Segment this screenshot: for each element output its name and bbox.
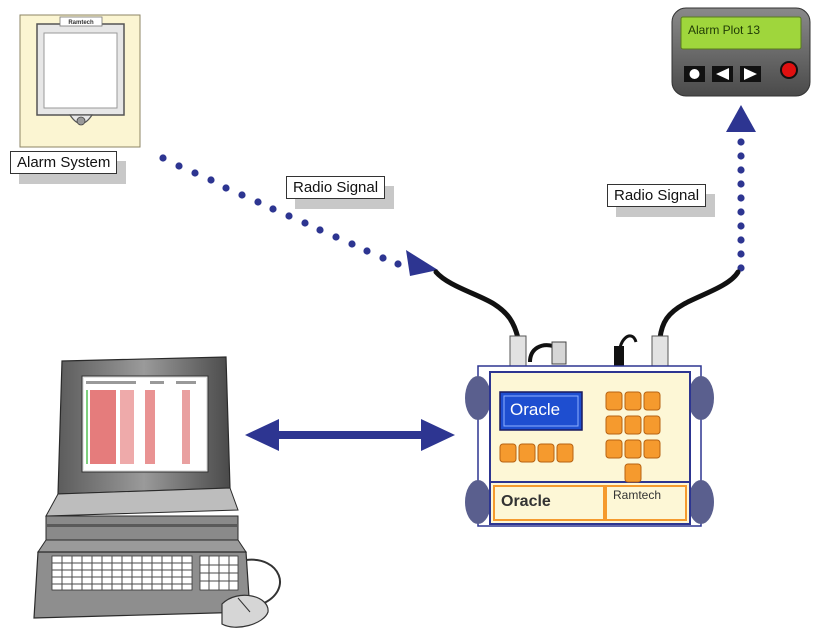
oracle-unit <box>465 334 714 527</box>
oracle-keypad-right <box>605 391 661 483</box>
alarm-system-label: Alarm System <box>10 151 118 174</box>
pager-display-text: Alarm Plot 13 <box>688 23 761 37</box>
oracle-brand-label: Ramtech <box>613 488 662 502</box>
mouse <box>221 558 281 628</box>
oracle-keypad-left <box>499 443 574 463</box>
antenna-cable-left <box>433 269 521 341</box>
bidirectional-arrow <box>245 419 455 451</box>
radio-signal-path-out <box>737 138 745 272</box>
radio-signal-in-arrowhead <box>406 250 438 276</box>
oracle-screen-text: Oracle <box>510 400 561 419</box>
radio-signal-path-in <box>159 154 402 268</box>
alarm-system-panel <box>19 14 141 148</box>
radio-signal-out-arrowhead <box>726 105 756 132</box>
radio-signal-out-label: Radio Signal <box>607 184 707 207</box>
antenna-cable-right <box>657 269 741 341</box>
screen-contents <box>86 381 196 464</box>
oracle-panel-label: Oracle <box>501 493 551 510</box>
pager-device <box>671 7 811 97</box>
radio-signal-in-label: Radio Signal <box>286 176 386 199</box>
alarm-system-brand: Ramtech <box>68 20 94 26</box>
computer <box>33 356 251 619</box>
